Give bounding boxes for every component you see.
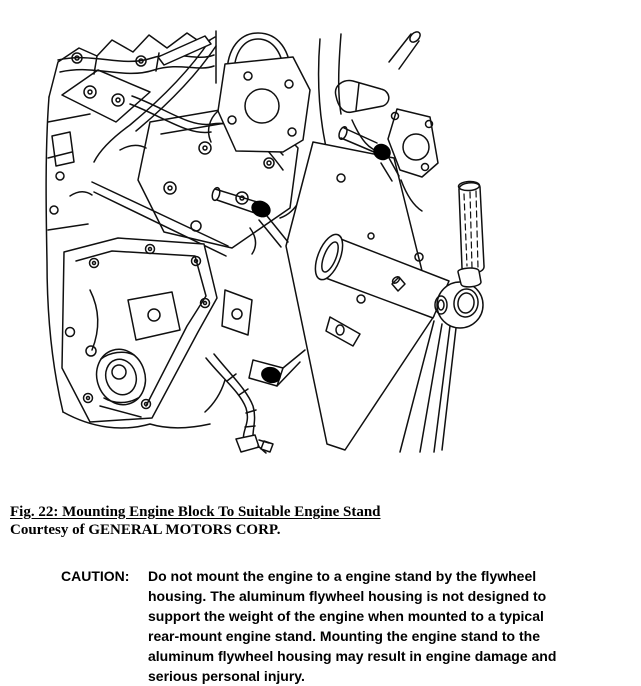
side-flange-art [387, 108, 439, 178]
stand-handle-art [457, 180, 485, 288]
figure-caption-courtesy: Courtesy of GENERAL MOTORS CORP. [10, 522, 281, 538]
stand-arms-art [211, 126, 400, 387]
caution-line-3: support the weight of the engine when mo… [148, 608, 544, 624]
caution-line-6: serious personal injury. [148, 668, 305, 684]
engine-stand-art [211, 126, 485, 453]
exhaust-flange-art [207, 56, 311, 153]
engine-block-art [45, 30, 423, 454]
caution-label: CAUTION: [61, 568, 130, 584]
figure-illustration [45, 30, 485, 454]
caution-line-2: housing. The aluminum flywheel housing i… [148, 588, 547, 604]
engine-stand-drawing [45, 30, 485, 454]
figure-caption: Fig. 22: Mounting Engine Block To Suitab… [10, 503, 630, 539]
figure-caption-title: Fig. 22: Mounting Engine Block To Suitab… [10, 504, 381, 520]
caution-line-1: Do not mount the engine to a engine stan… [148, 568, 537, 584]
caution-line-4: rear-mount engine stand. Mounting the en… [148, 628, 540, 644]
caution-block: CAUTION: Do not mount the engine to a en… [61, 566, 641, 686]
caution-text: Do not mount the engine to a engine stan… [148, 566, 641, 686]
caution-line-5: aluminum flywheel housing may result in … [148, 648, 557, 664]
